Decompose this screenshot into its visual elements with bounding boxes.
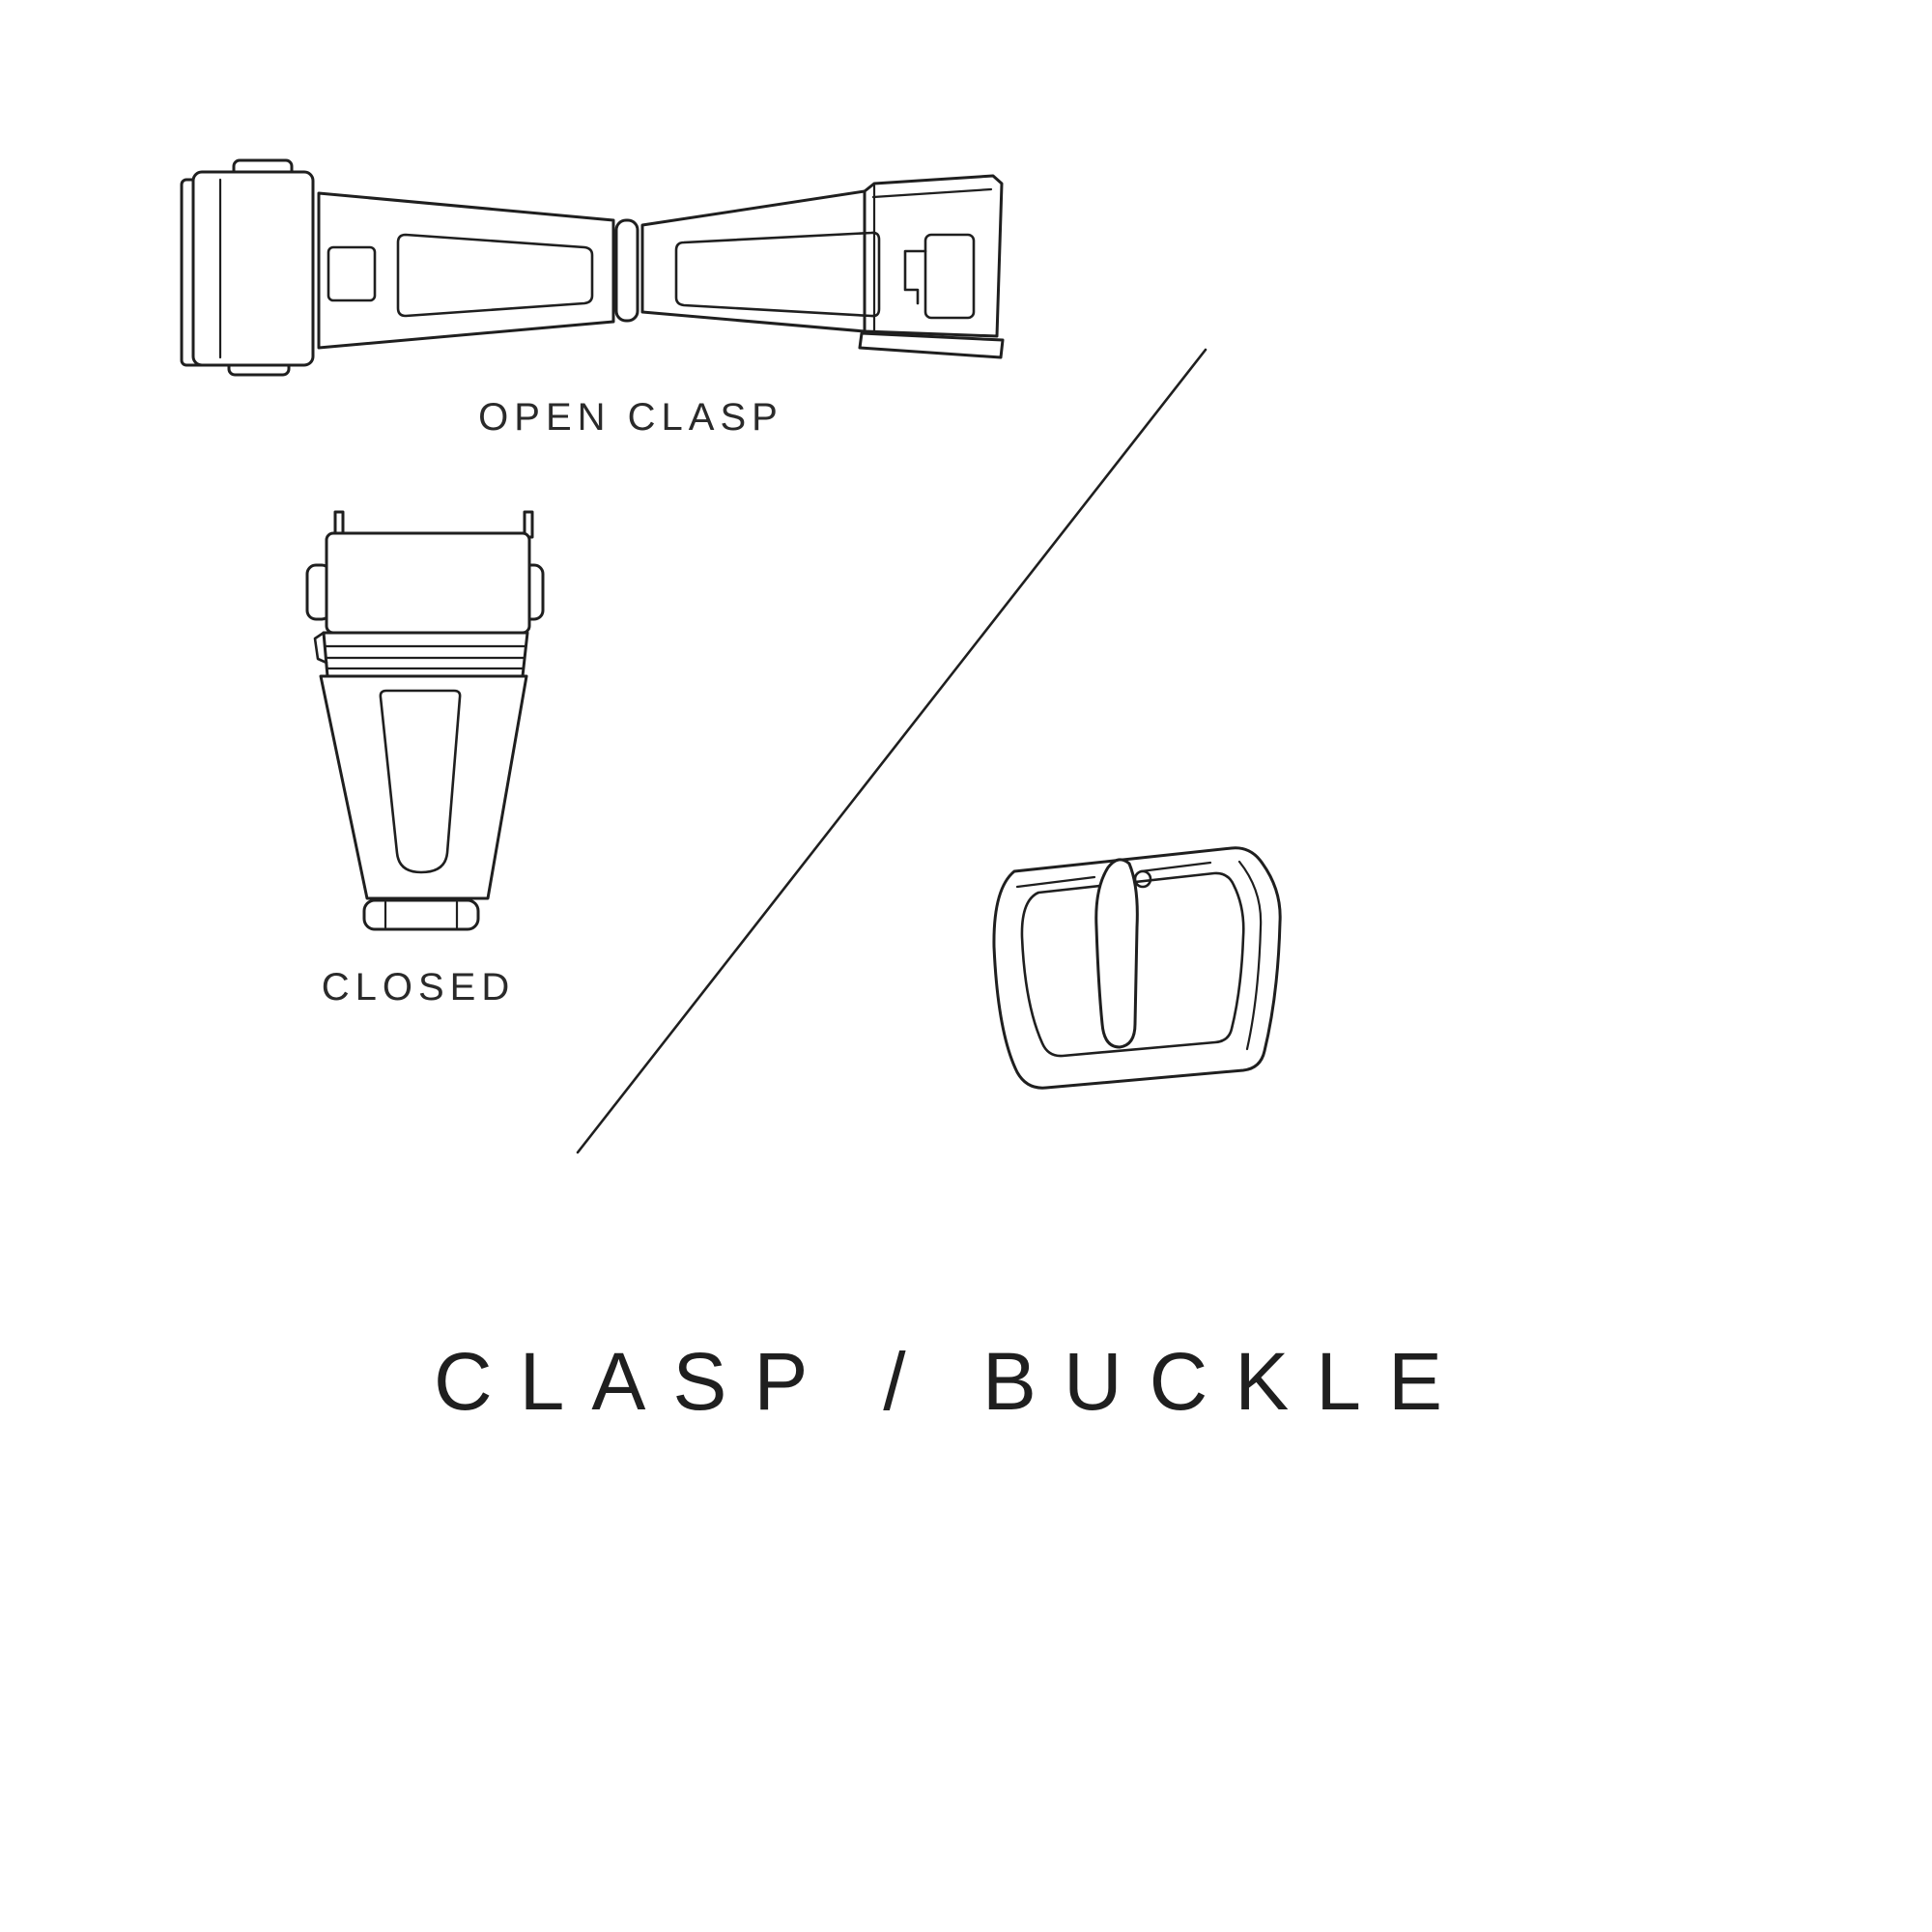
pin-buckle-illustration xyxy=(992,846,1282,1090)
closed-clasp-label: CLOSED xyxy=(321,966,516,1009)
open-clasp-illustration xyxy=(180,158,1005,377)
closed-clasp-illustration xyxy=(305,510,545,931)
divider-line xyxy=(576,348,1208,1154)
open-clasp-label: OPEN CLASP xyxy=(478,396,783,439)
page-title: CLASP / BUCKLE xyxy=(433,1336,1470,1427)
